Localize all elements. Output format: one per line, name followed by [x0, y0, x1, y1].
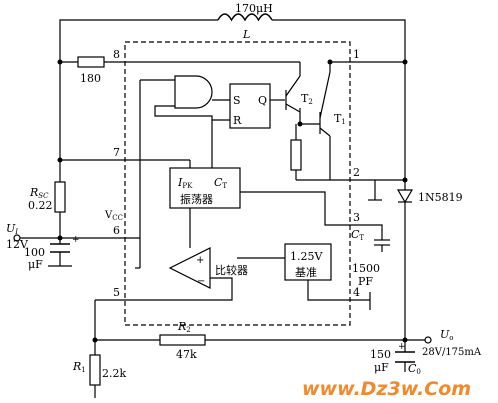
ff-r-label: R: [233, 114, 242, 127]
wires: [20, 19, 425, 398]
t1-label: T1: [334, 112, 346, 126]
output-spec: 28V/175mA: [422, 347, 482, 358]
diode: [396, 189, 414, 204]
resistor-r1: [89, 354, 101, 386]
ct-cap-value: 1500: [352, 262, 380, 275]
resistor-180: [77, 56, 105, 68]
input-cap-plus: +: [72, 235, 80, 245]
inductor-coil: [217, 13, 273, 22]
inductor-name: L: [242, 28, 250, 41]
comparator-triangle: [168, 247, 211, 289]
diode-part: 1N5819: [418, 191, 463, 204]
pin-4: 4: [353, 286, 360, 299]
ff-q-label: Q: [258, 94, 267, 107]
ff-s-label: S: [233, 94, 241, 107]
pin-2: 2: [353, 166, 360, 179]
resistor-rsc: [54, 181, 66, 213]
r2-name: R2: [177, 320, 191, 334]
inductor-value: 170μH: [235, 2, 273, 15]
pin-1: 1: [353, 48, 360, 61]
output-terminal: [424, 336, 432, 344]
out-cap-unit: μF: [374, 361, 389, 374]
comp-minus: −: [197, 276, 205, 287]
pin-3: 3: [353, 211, 360, 224]
r2-value: 47k: [176, 348, 197, 361]
ref-name: 基准: [295, 266, 317, 279]
input-cap-value: 100: [24, 246, 45, 259]
r180-value: 180: [80, 72, 101, 85]
ct-cap-unit: PF: [358, 275, 373, 288]
reference-block: [284, 243, 332, 281]
input-voltage: 12V: [6, 238, 29, 251]
transistor-t1: [319, 71, 331, 137]
transistor-t2: [285, 75, 301, 113]
ct-cap-name: CT: [351, 228, 364, 242]
pin-5: 5: [113, 286, 120, 299]
vcc-label: VCC: [104, 210, 123, 222]
rsc-value: 0.22: [28, 199, 53, 212]
pin-7: 7: [113, 146, 120, 159]
and-gate: [174, 75, 213, 109]
osc-name: 振荡器: [180, 192, 213, 206]
ref-voltage: 1.25V: [290, 250, 323, 263]
resistor-r2: [159, 334, 206, 346]
r1-name: R1: [72, 360, 86, 374]
output-name: Uo: [440, 328, 454, 342]
pin-6: 6: [113, 224, 120, 237]
comp-plus: +: [196, 255, 204, 266]
out-cap-name: C0: [408, 362, 421, 376]
pin-8: 8: [113, 48, 120, 61]
oscillator-block: [169, 167, 241, 209]
resistor-base: [290, 139, 302, 171]
rsc-name: RSC: [29, 186, 49, 200]
input-name: UI: [6, 222, 18, 236]
osc-ct: CT: [214, 176, 227, 190]
t2-label: T2: [301, 92, 313, 106]
watermark: www.Dz3w.Com: [302, 378, 471, 400]
ic-boundary: [124, 41, 351, 326]
osc-ipk: IPK: [177, 176, 193, 190]
out-cap-value: 150: [370, 348, 391, 361]
flip-flop: [229, 83, 271, 129]
comp-name: 比较器: [215, 263, 248, 277]
r1-value: 2.2k: [102, 367, 126, 380]
input-cap-unit: μF: [28, 258, 43, 271]
junctions: [57, 59, 408, 343]
out-cap-plus: +: [398, 342, 406, 352]
input-terminal: [13, 234, 21, 242]
